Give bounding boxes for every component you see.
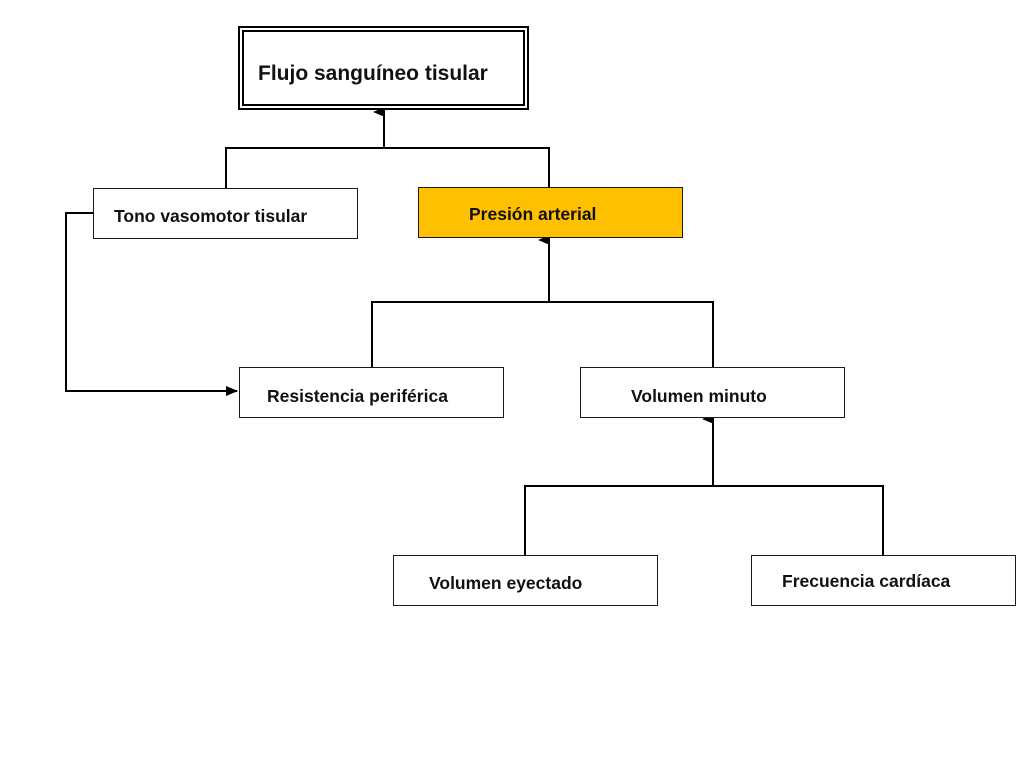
node-volumen-minuto: Volumen minuto [580, 367, 845, 418]
node-volumen-eyectado: Volumen eyectado [393, 555, 658, 606]
node-label: Frecuencia cardíaca [782, 571, 951, 591]
node-tono-vasomotor-tisular: Tono vasomotor tisular [93, 188, 358, 239]
connector-tono-presion-to-flujo [225, 147, 550, 188]
node-label: Resistencia periférica [267, 386, 448, 406]
node-label: Flujo sanguíneo tisular [258, 62, 488, 85]
node-presion-arterial: Presión arterial [418, 187, 683, 238]
node-label: Volumen minuto [631, 386, 767, 406]
connector-resistencia-volmin-to-presion [371, 301, 714, 367]
node-label: Presión arterial [469, 204, 597, 224]
node-label: Tono vasomotor tisular [114, 206, 308, 226]
node-label: Volumen eyectado [429, 573, 583, 593]
node-resistencia-periferica: Resistencia periférica [239, 367, 504, 418]
node-flujo-sanguineo-tisular: Flujo sanguíneo tisular [238, 26, 529, 110]
node-frecuencia-cardiaca: Frecuencia cardíaca [751, 555, 1016, 606]
connector-voleye-frec-to-volmin [524, 485, 884, 555]
arrow-tono-to-resistencia [65, 212, 238, 396]
